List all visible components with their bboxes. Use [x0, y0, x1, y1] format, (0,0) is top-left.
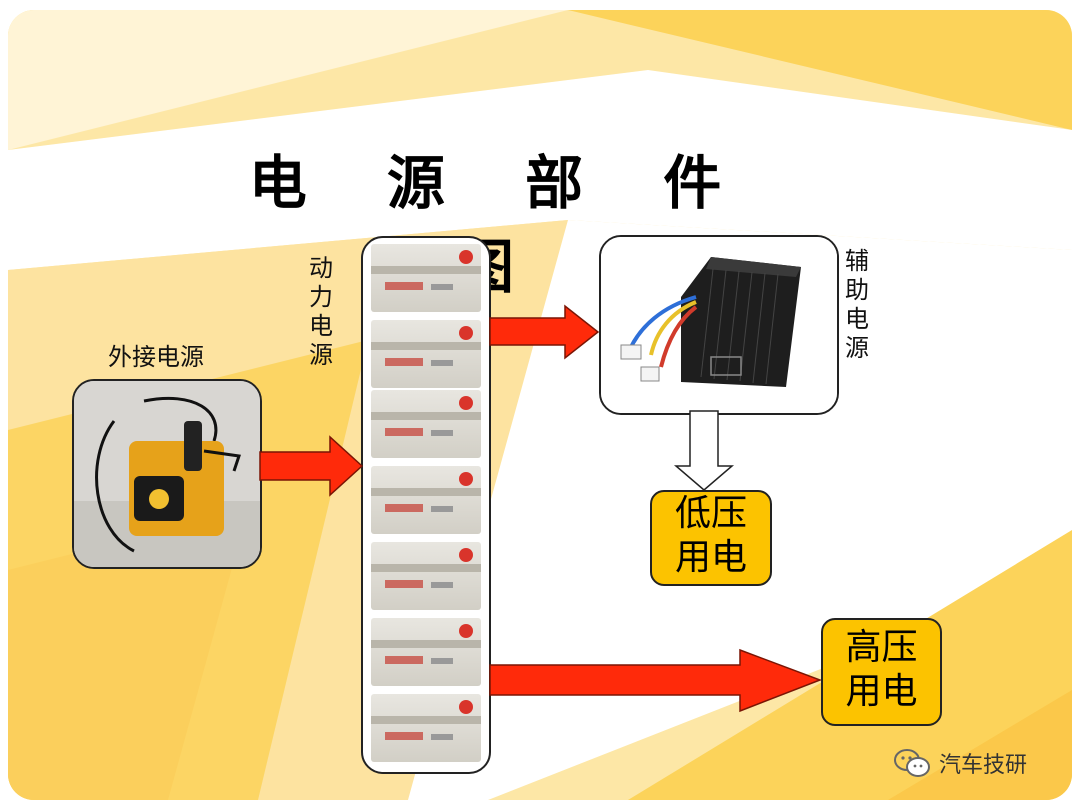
- battery-cell: [371, 390, 481, 458]
- battery-cell: [371, 244, 481, 312]
- aux-power-label: 辅助电源: [845, 247, 869, 362]
- battery-cell: [371, 618, 481, 686]
- arrow-battery-to-high-voltage: [489, 648, 823, 713]
- battery-cell: [371, 694, 481, 762]
- watermark: 汽车技研: [893, 747, 1027, 779]
- high-voltage-box: 高压 用电: [821, 618, 942, 726]
- high-voltage-line1: 高压: [845, 627, 918, 668]
- low-voltage-line1: 低压: [674, 493, 747, 534]
- wechat-icon: [894, 749, 930, 777]
- watermark-text: 汽车技研: [939, 753, 1028, 778]
- low-voltage-box: 低压 用电: [650, 490, 772, 586]
- converter-image: [601, 237, 837, 413]
- battery-cell: [371, 542, 481, 610]
- high-voltage-line2: 用电: [845, 671, 918, 712]
- external-power-label: 外接电源: [108, 343, 204, 371]
- traction-power-label: 动力电源: [309, 254, 333, 369]
- arrow-charger-to-battery: [259, 435, 364, 497]
- charger-photo: [72, 379, 262, 569]
- battery-cell: [371, 466, 481, 534]
- battery-stack: [361, 236, 491, 774]
- arrow-converter-to-low-voltage: [673, 410, 735, 491]
- converter-photo: [599, 235, 839, 415]
- low-voltage-line2: 用电: [674, 537, 747, 578]
- battery-cell: [371, 320, 481, 388]
- arrow-battery-to-converter: [489, 304, 600, 360]
- charger-image: [74, 381, 260, 567]
